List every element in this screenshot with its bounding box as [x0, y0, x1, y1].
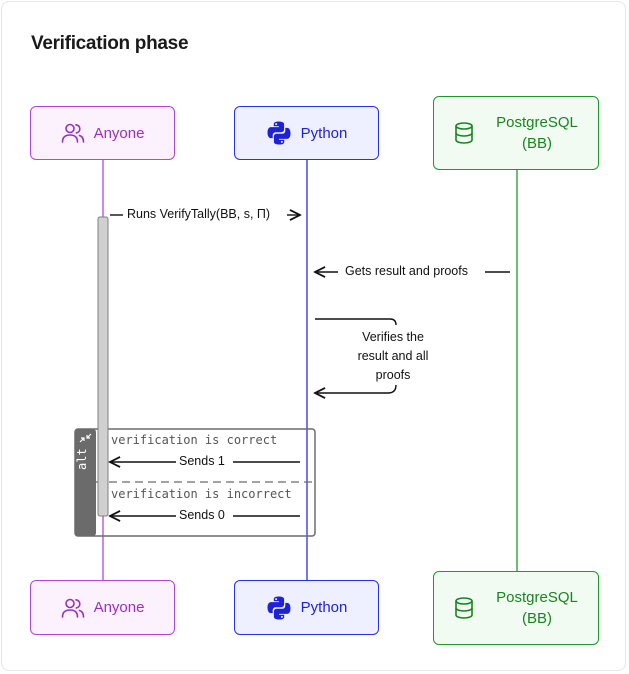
message-verifies-self: Verifies the result and all proofs: [343, 328, 443, 385]
alt-condition-correct: verification is correct: [111, 433, 278, 447]
alt-fragment-label: alt: [75, 448, 89, 470]
alt-condition-incorrect: verification is incorrect: [111, 487, 292, 501]
participant-anyone-bottom: Anyone: [30, 580, 175, 635]
collapse-icon: [79, 433, 92, 443]
alt-fragment: [74, 428, 316, 537]
participant-python-label: Python: [300, 599, 348, 616]
participant-postgres-label: PostgreSQL (BB): [496, 587, 578, 629]
message-sends-0: Sends 0: [179, 508, 225, 522]
participant-postgres-label-line2: (BB): [522, 610, 552, 627]
diagram-title: Verification phase: [31, 33, 189, 54]
python-logo-icon: [266, 595, 292, 621]
message-gets-result: Gets result and proofs: [345, 264, 468, 278]
participant-python-label: Python: [300, 124, 348, 142]
participant-python-top: Python: [234, 106, 379, 160]
message-verifies-line2: result and all: [357, 349, 429, 363]
users-icon: [61, 122, 85, 144]
participant-postgres-label-line2: (BB): [522, 135, 552, 152]
activation-bar-anyone: [97, 216, 109, 517]
arrow-self-verify: [315, 318, 397, 393]
users-icon: [61, 597, 85, 619]
message-verifies-line1: Verifies the: [362, 330, 424, 344]
alt-fragment-tab: [75, 429, 96, 536]
message-runs-verify-tally: Runs VerifyTally(BB, s, Π): [127, 207, 271, 221]
message-sends-1: Sends 1: [179, 454, 225, 468]
participant-postgres-bottom: PostgreSQL (BB): [433, 571, 599, 645]
participant-anyone-top: Anyone: [30, 106, 175, 160]
participant-postgres-top: PostgreSQL (BB): [433, 96, 599, 170]
python-logo-icon: [266, 120, 292, 146]
participant-postgres-label-line1: PostgreSQL: [496, 114, 578, 131]
database-icon: [454, 597, 474, 619]
database-icon: [454, 122, 474, 144]
participant-python-bottom: Python: [234, 580, 379, 635]
participant-anyone-label: Anyone: [93, 599, 145, 616]
participant-postgres-label: PostgreSQL (BB): [496, 112, 578, 154]
participant-anyone-label: Anyone: [93, 124, 145, 142]
message-verifies-line3: proofs: [375, 368, 411, 382]
participant-postgres-label-line1: PostgreSQL: [496, 589, 578, 606]
